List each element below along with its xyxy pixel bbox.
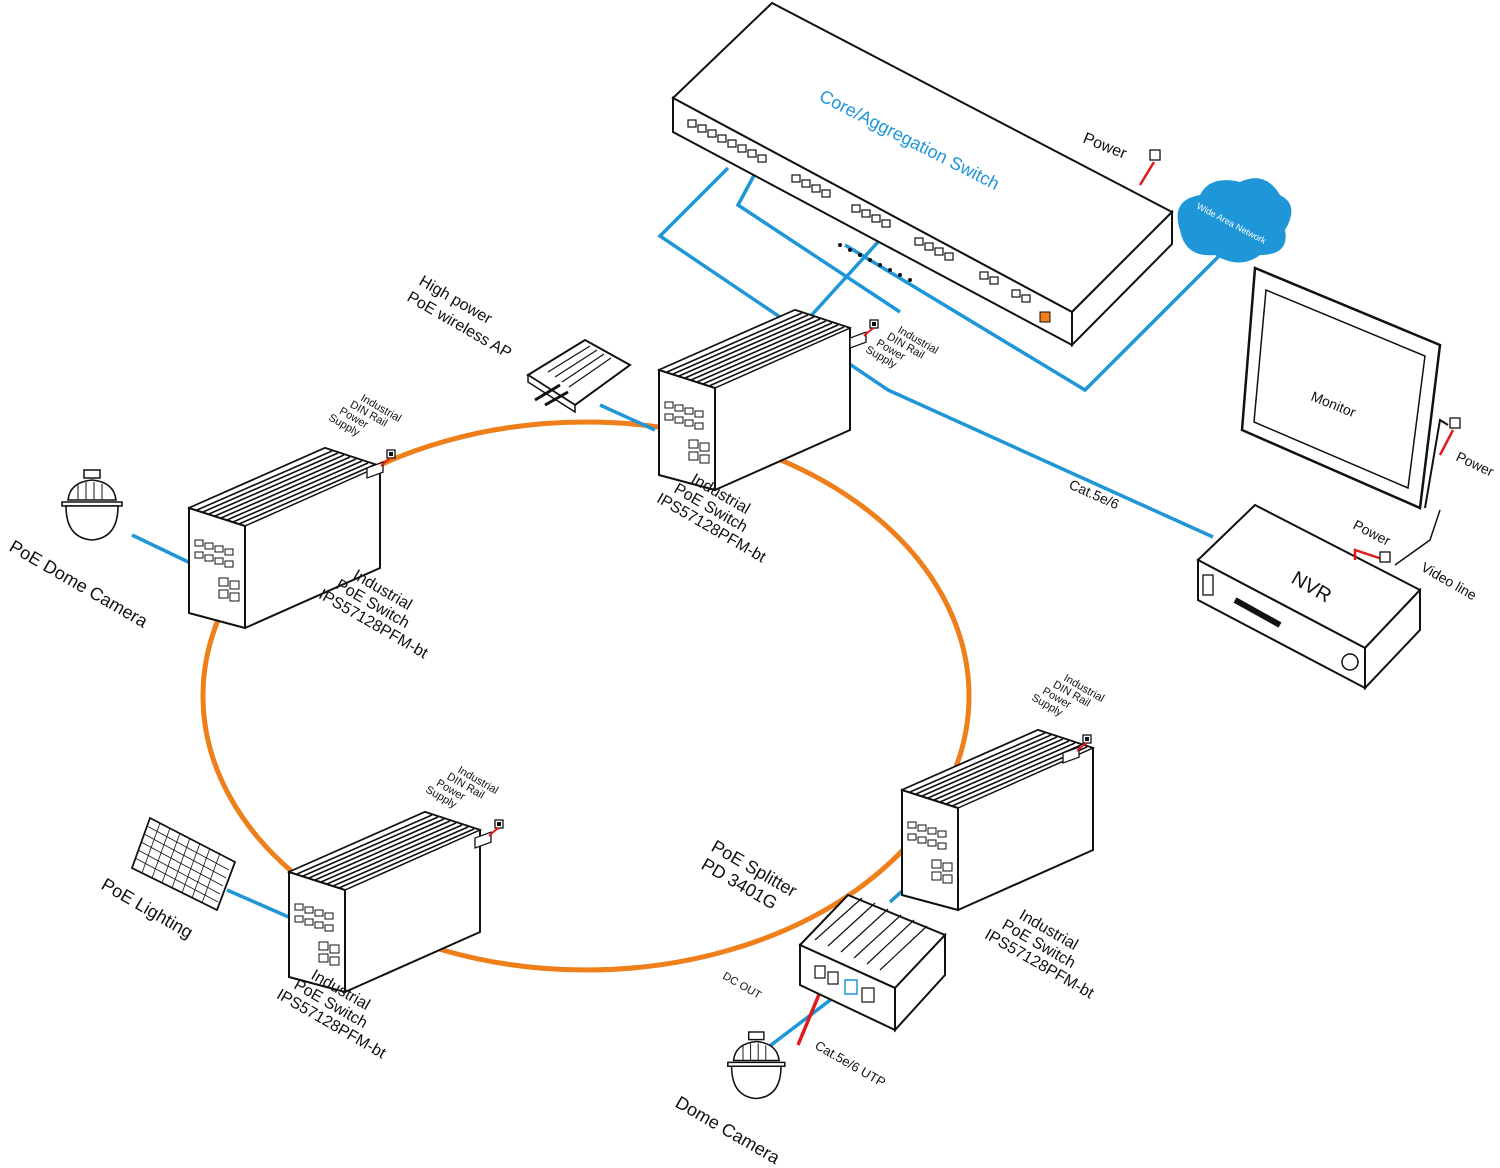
nvr-icon: NVR Power Video line [1196,503,1480,691]
din-label-right: Industrial DIN Rail Power Supply [1029,672,1106,719]
din-label-top: Industrial DIN Rail Power Supply [863,324,940,371]
dome-camera-label: Dome Camera [672,1092,784,1168]
monitor-power-label: Power [1454,448,1497,479]
monitor-icon: Monitor Power [1240,266,1497,510]
splitter-cable-label: Cat.5e/6 UTP [813,1038,889,1090]
poe-dome-camera-label: PoE Dome Camera [6,536,152,632]
dc-out-label: DC OUT [721,970,764,1002]
din-label-left: Industrial DIN Rail Power Supply [326,392,403,439]
wan-cloud-icon: Wide Area Network [1177,178,1292,263]
nvr-power-label: Power [1351,516,1394,548]
wan-to-core [844,243,1222,393]
core-switch-vents [838,243,912,282]
industrial-switch-top [658,309,879,491]
industrial-switch-right [901,729,1094,911]
poe-splitter-icon [798,893,947,1033]
core-power-label: Power [1081,130,1130,163]
wireless-ap-icon [526,338,632,414]
switch-label-right: Industrial PoE Switch IPS57128PFM-bt [982,907,1097,1003]
industrial-switch-bottom-left [288,811,504,993]
core-switch-ports [687,119,1031,303]
uplink-cable-to-nvr [657,166,1214,539]
fiber-ring [200,419,972,973]
poe-dome-camera-icon [61,469,123,541]
video-line-label: Video line [1419,559,1480,604]
poe-lighting-icon [130,816,237,912]
